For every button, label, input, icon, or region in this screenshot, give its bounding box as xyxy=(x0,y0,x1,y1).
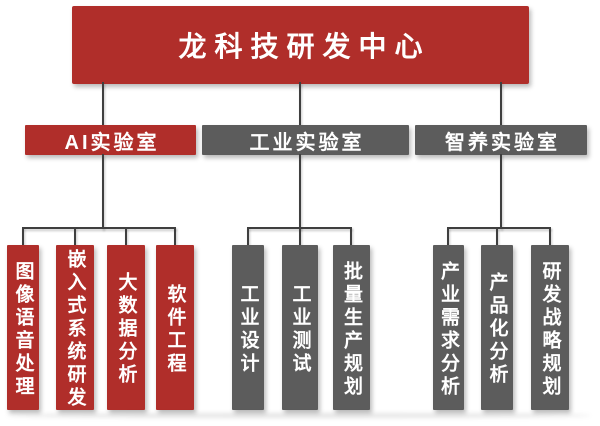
root-node-label: 龙科技研发中心 xyxy=(178,31,431,62)
dept-node-label: 工业设计 xyxy=(237,283,259,376)
dept-node-label: 批量生产规划 xyxy=(341,260,362,399)
lab-node-ai: AI实验室 xyxy=(25,125,196,155)
lab-node-smartcare-label: 智养实验室 xyxy=(445,131,560,154)
connector-drop xyxy=(22,227,24,249)
connector-drop xyxy=(74,227,76,249)
connector-drop xyxy=(299,227,301,249)
dept-node-label: 图像语音处理 xyxy=(12,260,34,399)
connector-drop xyxy=(549,227,551,249)
connector-drop xyxy=(125,227,127,249)
dept-node-label: 嵌入式系统研发 xyxy=(64,249,86,410)
lab-node-ai-label: AI实验室 xyxy=(64,131,160,154)
connector-smartcare-branch xyxy=(447,227,551,229)
root-node: 龙科技研发中心 xyxy=(72,6,529,84)
connector-drop xyxy=(247,227,249,249)
lab-node-industrial: 工业实验室 xyxy=(202,125,409,155)
dept-node-label: 产业需求分析 xyxy=(438,260,459,399)
dept-node-label: 软件工程 xyxy=(164,283,186,376)
dept-node-mass-production: 批量生产规划 xyxy=(333,245,370,410)
lab-node-smartcare: 智养实验室 xyxy=(415,125,587,155)
connector-root-to-industrial-lab xyxy=(299,82,301,127)
connector-drop xyxy=(496,227,498,249)
connector-drop xyxy=(174,227,176,249)
dept-node-software: 软件工程 xyxy=(156,245,194,410)
dept-node-industrial-testing: 工业测试 xyxy=(282,245,318,410)
connector-root-to-ai-lab xyxy=(102,82,104,127)
connector-root-to-smartcare-lab xyxy=(500,82,502,127)
connector-ai-lab-trunk xyxy=(102,154,104,229)
connector-industrial-lab-trunk xyxy=(299,154,301,229)
connector-ai-branch xyxy=(22,227,176,229)
dept-node-label: 研发战略规划 xyxy=(539,260,561,399)
connector-drop xyxy=(447,227,449,249)
connector-smartcare-lab-trunk xyxy=(500,154,502,229)
ground-shadow xyxy=(6,413,591,418)
dept-node-industrial-design: 工业设计 xyxy=(232,245,264,410)
dept-node-bigdata: 大数据分析 xyxy=(107,245,145,410)
dept-node-label: 大数据分析 xyxy=(115,272,137,387)
dept-node-embedded: 嵌入式系统研发 xyxy=(56,245,94,410)
dept-node-image-speech: 图像语音处理 xyxy=(7,245,39,410)
dept-node-productization: 产品化分析 xyxy=(481,245,513,410)
connector-drop xyxy=(350,227,352,249)
lab-node-industrial-label: 工业实验室 xyxy=(249,131,365,154)
dept-node-label: 产品化分析 xyxy=(486,272,508,387)
dept-node-industry-demand: 产业需求分析 xyxy=(433,245,464,410)
dept-node-rd-strategy: 研发战略规划 xyxy=(531,245,569,410)
dept-node-label: 工业测试 xyxy=(289,283,311,376)
